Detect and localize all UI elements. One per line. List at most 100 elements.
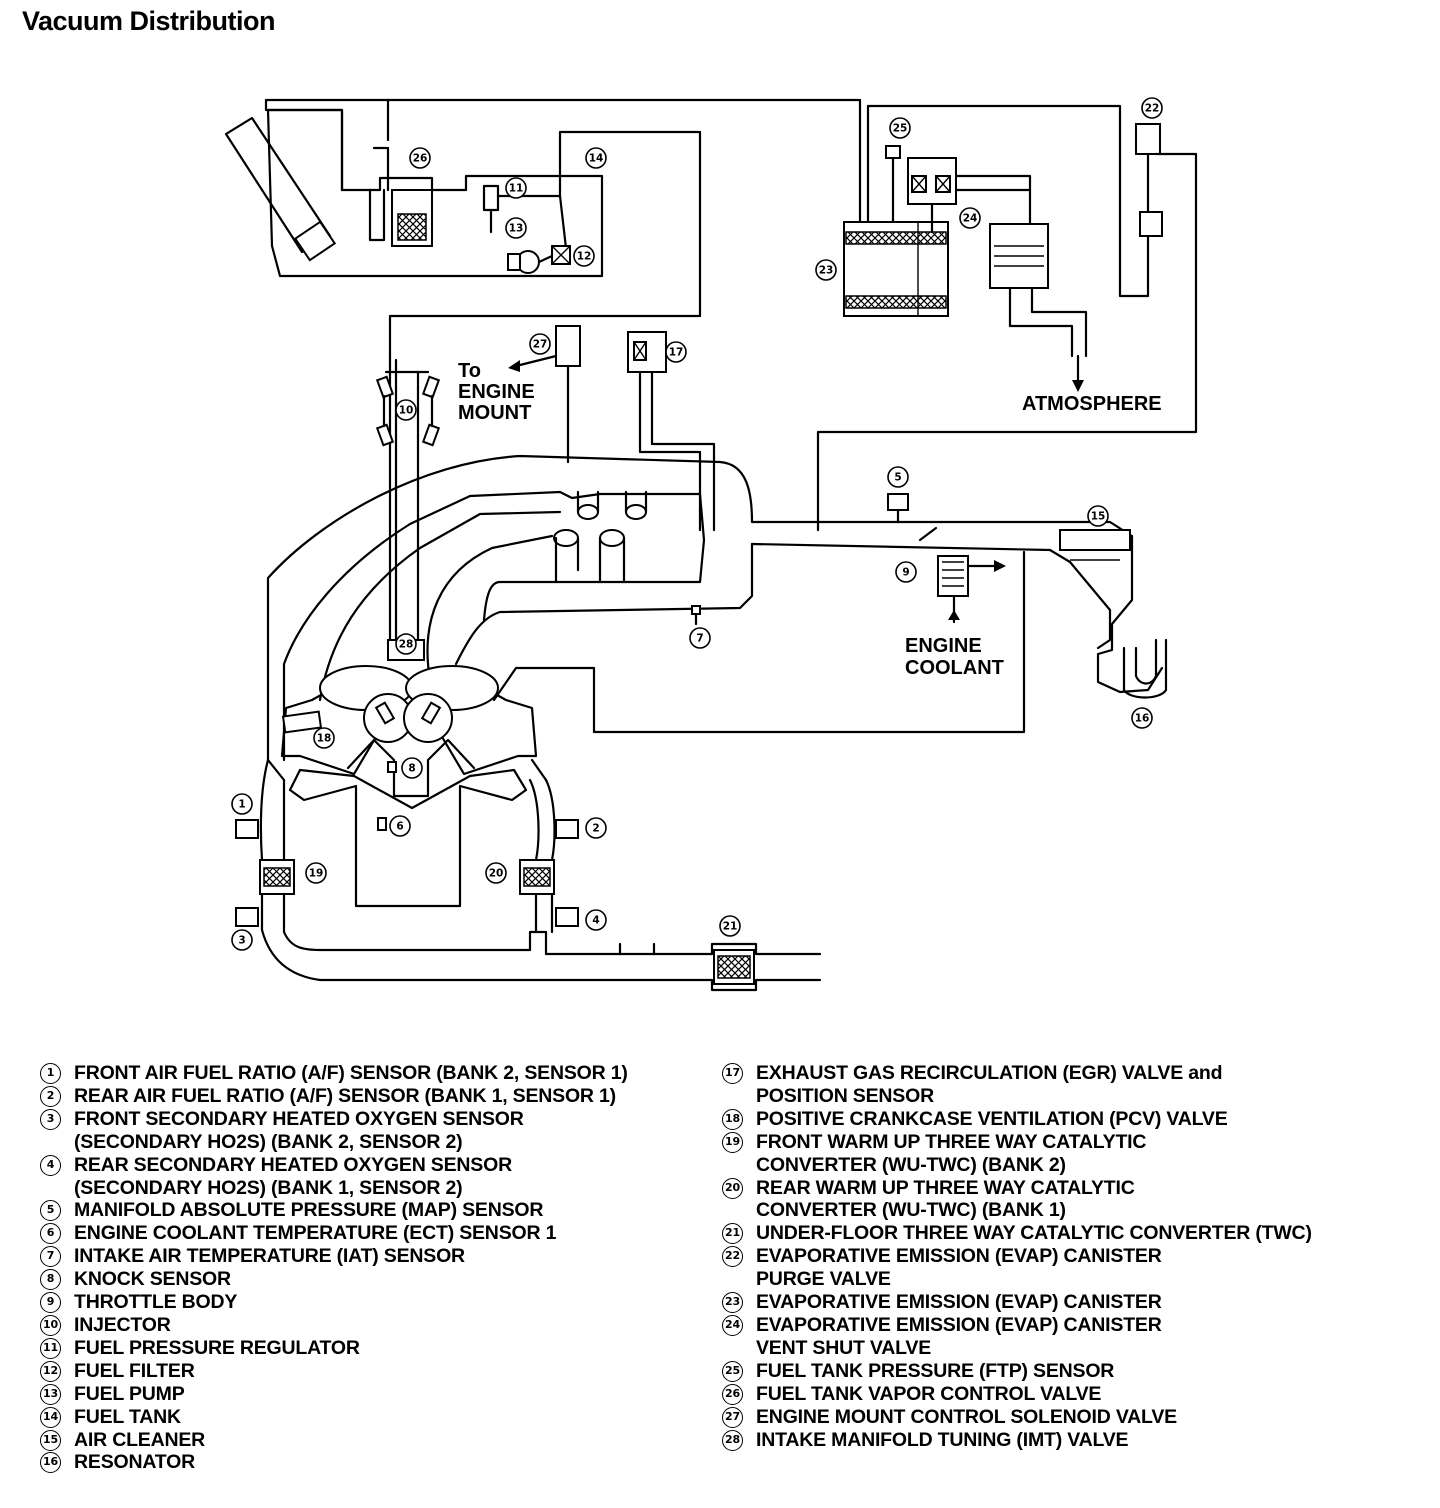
callout-circle — [959, 207, 981, 229]
legend-number: 14 — [40, 1406, 61, 1428]
legend-text: POSITIVE CRANKCASE VENTILATION (PCV) VAL… — [756, 1107, 1228, 1130]
callout-circle — [505, 217, 527, 239]
callout-number: 20 — [489, 868, 504, 880]
legend-text: FUEL FILTER — [74, 1359, 195, 1382]
callout-circle — [529, 333, 551, 355]
fuel-pump-connector — [507, 253, 521, 271]
callout-11: 11 — [505, 177, 527, 199]
legend-item: 21 UNDER-FLOOR THREE WAY CATALYTIC CONVER… — [722, 1222, 1422, 1245]
callout-26: 26 — [409, 147, 431, 169]
engine-block — [266, 665, 548, 908]
legend-number: 2 — [40, 1085, 61, 1107]
callout-circle — [815, 259, 837, 281]
legend-number: 25 — [722, 1360, 743, 1382]
legend-text: FUEL TANK — [74, 1405, 181, 1428]
callout-25: 25 — [889, 117, 911, 139]
callout-10: 10 — [395, 399, 417, 421]
legend-number: 16 — [40, 1452, 61, 1474]
label-engine-coolant-2: COOLANT — [905, 657, 1004, 679]
callout-number: 4 — [592, 915, 599, 927]
injector-1 — [375, 375, 395, 399]
callout-1: 1 — [231, 793, 253, 815]
map-sensor — [887, 493, 909, 511]
fuel-tank-assembly — [224, 98, 702, 362]
iat-sensor — [691, 605, 701, 615]
legend-number: 15 — [40, 1429, 61, 1451]
fuel-tank-outline — [266, 108, 604, 278]
purge-valve — [1135, 123, 1161, 155]
callout-15: 15 — [1087, 505, 1109, 527]
callout-22: 22 — [1141, 97, 1163, 119]
legend-text: FRONT AIR FUEL RATIO (A/F) SENSOR (BANK … — [74, 1062, 628, 1084]
callout-circle — [395, 399, 417, 421]
intake-plenum — [266, 454, 1164, 762]
callout-number: 5 — [894, 472, 901, 484]
callout-circle — [231, 929, 253, 951]
callout-number: 11 — [509, 183, 524, 195]
callout-23: 23 — [815, 259, 837, 281]
callout-number: 22 — [1145, 103, 1160, 115]
legend-text: FUEL PUMP — [74, 1382, 185, 1405]
legend-text: EXHAUST GAS RECIRCULATION (EGR) VALVE an… — [756, 1062, 1223, 1107]
legend-number: 5 — [40, 1200, 61, 1222]
legend-item: 7 INTAKE AIR TEMPERATURE (IAT) SENSOR — [40, 1245, 720, 1268]
legend-text: KNOCK SENSOR — [74, 1268, 231, 1291]
label-to: To — [458, 360, 481, 382]
legend-number: 7 — [40, 1246, 61, 1268]
intake-system — [266, 454, 1168, 762]
callout-number: 24 — [963, 213, 978, 225]
callout-2: 2 — [585, 817, 607, 839]
legend-text: AIR CLEANER — [74, 1428, 206, 1451]
callout-28: 28 — [395, 633, 417, 655]
callout-19: 19 — [305, 862, 327, 884]
callout-number: 28 — [399, 639, 414, 651]
legend-text: REAR AIR FUEL RATIO (A/F) SENSOR (BANK 1… — [74, 1084, 616, 1107]
engine-mount-solenoid — [555, 325, 581, 367]
callout-circle — [231, 793, 253, 815]
legend-text: INJECTOR — [74, 1313, 171, 1336]
legend-text: FUEL TANK PRESSURE (FTP) SENSOR — [756, 1359, 1115, 1382]
callout-circle — [409, 147, 431, 169]
injector-3 — [375, 423, 395, 447]
callout-number: 17 — [669, 347, 684, 359]
callout-4: 4 — [585, 909, 607, 931]
legend-text: FRONT SECONDARY HEATED OXYGEN SENSOR (SE… — [74, 1107, 524, 1153]
legend-number: 23 — [722, 1292, 743, 1314]
callout-circle — [485, 862, 507, 884]
callout-number: 9 — [902, 567, 909, 579]
callout-number: 27 — [533, 339, 548, 351]
legend-text: ENGINE COOLANT TEMPERATURE (ECT) SENSOR … — [74, 1222, 557, 1245]
legend-item: 10 INJECTOR — [40, 1314, 720, 1337]
callout-circle — [665, 341, 687, 363]
legend-number: 1 — [40, 1063, 61, 1084]
ho2s-bank2 — [235, 907, 259, 927]
af-sensor-bank1 — [555, 819, 579, 839]
air-cleaner — [1059, 529, 1131, 551]
resonator — [1122, 638, 1168, 699]
legend-text: UNDER-FLOOR THREE WAY CATALYTIC CONVERTE… — [756, 1222, 1312, 1245]
legend-number: 28 — [722, 1429, 743, 1451]
legend-number: 24 — [722, 1314, 743, 1336]
legend-number: 19 — [722, 1131, 743, 1153]
callout-21: 21 — [719, 915, 741, 937]
legend-number: 22 — [722, 1246, 743, 1268]
label-mount: MOUNT — [458, 402, 531, 424]
callout-number: 12 — [577, 251, 592, 263]
legend-text: INTAKE AIR TEMPERATURE (IAT) SENSOR — [74, 1245, 465, 1268]
legend-number: 21 — [722, 1223, 743, 1245]
legend-text: REAR WARM UP THREE WAY CATALYTIC CONVERT… — [756, 1176, 1135, 1222]
callout-number: 16 — [1135, 713, 1150, 725]
legend-number: 10 — [40, 1314, 61, 1336]
ect-sensor — [377, 817, 387, 831]
